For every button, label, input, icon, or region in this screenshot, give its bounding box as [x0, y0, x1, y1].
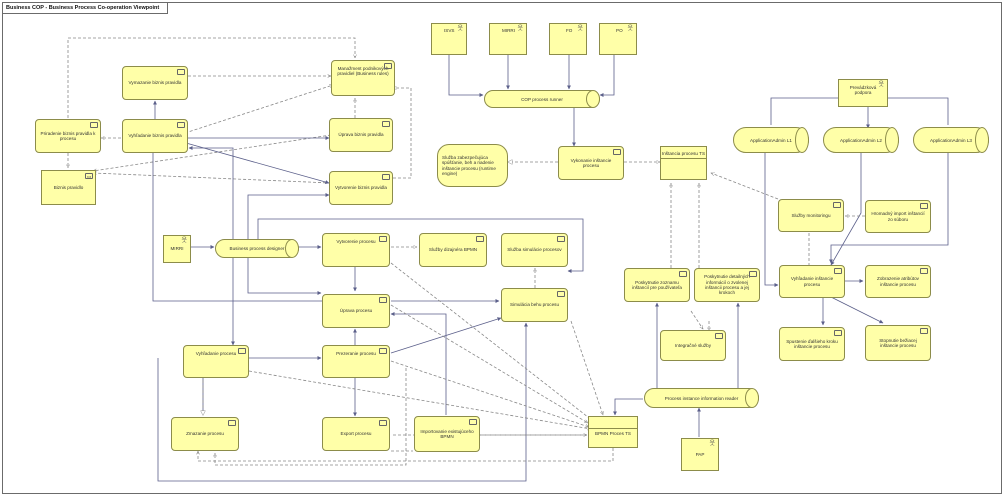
node-read-process[interactable]: Prezeranie procesu	[322, 345, 390, 378]
function-icon	[920, 203, 928, 209]
object-icon: ▭	[85, 173, 93, 179]
function-icon	[834, 268, 842, 274]
actor-icon: 웃	[709, 441, 715, 447]
node-admin-l3[interactable]: ApplicationAdmin L3	[913, 127, 989, 153]
window-title: Business COP - Business Process Co-opera…	[3, 3, 169, 14]
function-icon	[469, 419, 477, 425]
function-icon	[90, 122, 98, 128]
node-create-process[interactable]: Vytvorenie procesu	[322, 233, 390, 267]
actor-provider[interactable]: 웃 Prevádzková podpora	[838, 79, 888, 107]
node-exec-instance[interactable]: Vykonanie inštancie procesu	[558, 146, 624, 180]
function-icon	[379, 297, 387, 303]
function-icon	[379, 420, 387, 426]
node-edit-rule[interactable]: Úprava biznis pravidla	[329, 118, 393, 152]
node-search-process[interactable]: Vyhľadanie procesu	[183, 345, 249, 378]
function-icon	[557, 291, 565, 297]
function-icon	[379, 348, 387, 354]
actor-mirri-top[interactable]: 웃 MIRRI	[489, 23, 527, 55]
function-icon	[382, 121, 390, 127]
node-integration[interactable]: Integračné služby	[660, 330, 726, 361]
function-icon	[749, 271, 757, 277]
actor-isvs[interactable]: 웃 ISVS	[431, 23, 467, 55]
function-icon	[920, 268, 928, 274]
node-biz-rules[interactable]: ▭ Biznis pravidlo	[41, 170, 96, 205]
node-designer[interactable]: Business process designer	[215, 239, 299, 258]
node-bpmn-service[interactable]: Služby dizajnéra BPMN	[419, 233, 487, 267]
actor-icon: 웃	[457, 26, 463, 32]
node-provide-list[interactable]: Poskytnutie zoznamu inštancií pre použív…	[624, 268, 690, 302]
function-icon	[177, 69, 185, 75]
actor-mirri-left[interactable]: 웃 MIRRI	[163, 235, 191, 263]
actor-icon: 웃	[627, 26, 633, 32]
actor-icon: 웃	[878, 82, 884, 88]
service-icon	[476, 236, 484, 242]
node-search-instance[interactable]: Vyhľadanie inštancie procesu	[779, 265, 845, 298]
node-mgmt-rules[interactable]: Manažment podnikových pravidiel (Busines…	[331, 60, 395, 96]
node-start-step[interactable]: Spustenie ďalšieho kroku inštancie proce…	[779, 327, 845, 361]
function-icon	[834, 330, 842, 336]
connector-layer	[3, 37, 949, 482]
node-cop-runner[interactable]: COP process runner	[484, 90, 600, 108]
actor-po[interactable]: 웃 PO	[599, 23, 637, 55]
node-export-process[interactable]: Export procesu	[322, 417, 390, 451]
function-icon	[238, 348, 246, 354]
service-icon	[715, 333, 723, 339]
actor-fo[interactable]: 웃 FO	[549, 23, 587, 55]
function-icon	[379, 236, 387, 242]
function-icon	[384, 63, 392, 69]
node-sim-run[interactable]: Simulácia behu procesu	[501, 288, 568, 322]
node-admin-l2[interactable]: ApplicationAdmin L2	[823, 127, 899, 153]
function-icon	[228, 420, 236, 426]
actor-pap[interactable]: 웃 PAP	[681, 438, 719, 471]
actor-icon: 웃	[577, 26, 583, 32]
node-assign-rule[interactable]: Priradenie biznis pravidla k procesu	[35, 119, 101, 153]
node-sim-service[interactable]: Služba simulácie procesov	[501, 233, 568, 267]
service-icon	[557, 236, 565, 242]
node-provide-detail[interactable]: Poskytnutie detailných informácií o zvol…	[694, 268, 760, 302]
function-icon	[920, 328, 928, 334]
node-coord-service[interactable]: Služba zabezpečujúca spúšťanie, beh a ri…	[437, 144, 508, 187]
node-delete-rule[interactable]: Vymazanie biznis pravidla	[122, 66, 188, 100]
node-create-rule[interactable]: Vytvorenie biznis pravidla	[329, 171, 393, 205]
service-icon	[833, 202, 841, 208]
node-bpmn-ts[interactable]: BPMN Proces TS	[588, 416, 638, 448]
function-icon	[382, 174, 390, 180]
function-icon	[613, 149, 621, 155]
node-reader[interactable]: Process instance information reader	[644, 388, 759, 408]
node-stop-step[interactable]: Stopnutie bežiacej inštancie procesu	[865, 325, 931, 361]
node-search-rule[interactable]: Vyhľadanie biznis pravidla	[122, 119, 188, 153]
actor-icon: 웃	[181, 238, 187, 244]
node-monitoring[interactable]: Služby monitoringu	[778, 199, 844, 232]
node-admin-l1[interactable]: ApplicationAdmin L1	[733, 127, 809, 153]
function-icon	[679, 271, 687, 277]
function-icon	[177, 122, 185, 128]
node-import-bpmn[interactable]: Importovanie existujúceho BPMN	[414, 416, 480, 452]
node-edit-process[interactable]: Úprava procesu	[322, 294, 390, 328]
node-bulk-import[interactable]: Hromadný import inštancií zo súboru	[865, 200, 931, 233]
actor-icon: 웃	[517, 26, 523, 32]
node-show-attrs[interactable]: Zobrazenie atribútov inštancie procesu	[865, 265, 931, 298]
node-delete-process[interactable]: Zmazanie procesu	[171, 417, 239, 451]
node-instance-ts[interactable]: Inštancia procesu TS	[660, 146, 707, 180]
